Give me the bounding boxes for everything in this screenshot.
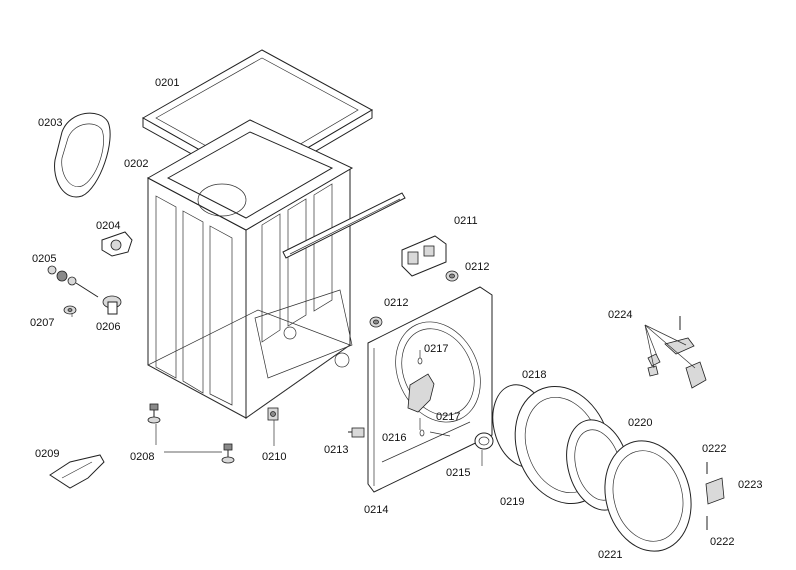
label-0221: 0221 <box>598 549 622 561</box>
leader-lines <box>71 313 483 466</box>
label-0220: 0220 <box>628 417 652 429</box>
label-0224: 0224 <box>608 309 632 321</box>
part-0223-door-handle[interactable] <box>705 477 725 505</box>
part-0202-cabinet-frame[interactable] <box>146 119 354 419</box>
part-0205-screw-set[interactable] <box>47 265 99 298</box>
label-0211: 0211 <box>454 215 478 227</box>
part-0208-adjustable-foot-2[interactable] <box>221 443 235 464</box>
part-0206-fastener[interactable] <box>102 295 122 315</box>
label-0201: 0201 <box>155 77 179 89</box>
part-0210-clip[interactable] <box>267 407 279 421</box>
label-0212-lower: 0212 <box>384 297 408 309</box>
label-0219: 0219 <box>500 496 524 508</box>
label-0223: 0223 <box>738 479 762 491</box>
label-0214: 0214 <box>364 504 388 516</box>
label-0207: 0207 <box>30 317 54 329</box>
label-0210: 0210 <box>262 451 286 463</box>
label-0212-upper: 0212 <box>465 261 489 273</box>
part-crossbar[interactable] <box>282 192 406 259</box>
label-0205: 0205 <box>32 253 56 265</box>
part-0203-gasket[interactable] <box>54 112 111 198</box>
part-labels: 0201 0202 0203 0204 0205 0206 0207 0208 … <box>30 77 762 561</box>
part-0212-grommet-1[interactable] <box>445 270 459 282</box>
label-0217-upper: 0217 <box>424 343 448 355</box>
label-0206: 0206 <box>96 321 120 333</box>
part-0209-base-plate[interactable] <box>49 454 105 489</box>
part-0224-hook-kit[interactable] <box>644 316 707 389</box>
label-0204: 0204 <box>96 220 120 232</box>
label-0217-lower: 0217 <box>436 411 460 423</box>
label-0209: 0209 <box>35 448 59 460</box>
part-0211-door-lock[interactable] <box>401 235 447 277</box>
part-0212-grommet-2[interactable] <box>369 316 383 328</box>
part-0216-hinge[interactable] <box>407 373 435 413</box>
part-0213-connector[interactable] <box>348 427 365 438</box>
part-0217-screw-2[interactable] <box>419 429 425 437</box>
label-0218: 0218 <box>522 369 546 381</box>
part-0208-adjustable-foot-1[interactable] <box>147 403 161 424</box>
label-0208: 0208 <box>130 451 154 463</box>
label-0203: 0203 <box>38 117 62 129</box>
label-0216: 0216 <box>382 432 406 444</box>
part-0215-knob[interactable] <box>474 432 494 450</box>
label-0222-upper: 0222 <box>702 443 726 455</box>
label-0215: 0215 <box>446 467 470 479</box>
part-0204-bracket[interactable] <box>101 231 133 257</box>
label-0222-lower: 0222 <box>710 536 734 548</box>
label-0202: 0202 <box>124 158 148 170</box>
part-0221-outer-door-ring[interactable] <box>593 431 703 561</box>
part-0207-nut[interactable] <box>63 305 77 315</box>
label-0213: 0213 <box>324 444 348 456</box>
